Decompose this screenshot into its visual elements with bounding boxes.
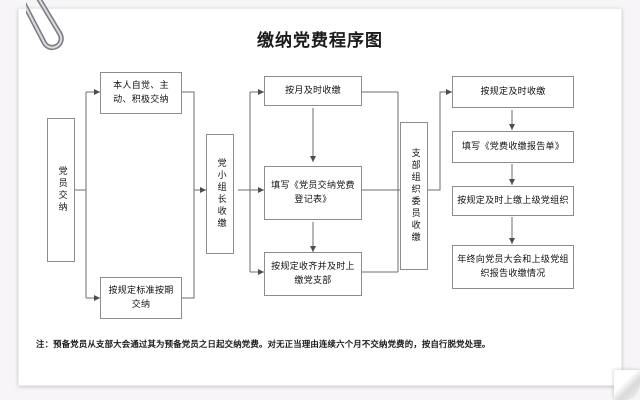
node-collect-and-remit-branch[interactable]: 按规定收齐并及时上缴党支部 [264, 252, 362, 296]
node-yearend-report[interactable]: 年终向党员大会和上级党组织报告收缴情况 [452, 245, 574, 289]
node-party-member-payment[interactable]: 党员交纳 [47, 118, 75, 262]
node-monthly-timely-collection[interactable]: 按月及时收缴 [264, 76, 362, 106]
node-remit-to-higher-org[interactable]: 按规定及时上缴上级党组织 [452, 186, 574, 216]
paperclip-icon [19, 0, 72, 62]
node-fill-report-form[interactable]: 填写《党费收缴报告单》 [452, 131, 574, 163]
node-fill-registration-form[interactable]: 填写《党员交纳党费登记表》 [264, 166, 362, 220]
node-group-leader-collection[interactable]: 党小组长收缴 [206, 134, 234, 254]
node-branch-organization-commissioner[interactable]: 支部组织委员收缴 [400, 122, 428, 270]
node-voluntary-active-payment[interactable]: 本人自觉、主动、积极交纳 [100, 72, 182, 114]
node-standard-scheduled-payment[interactable]: 按规定标准按期交纳 [100, 277, 182, 319]
page-title: 缴纳党费程序图 [257, 31, 383, 51]
page-curl [614, 370, 640, 400]
node-timely-collection-per-rules[interactable]: 按规定及时收缴 [452, 76, 574, 108]
footnote: 注：预备党员从支部大会通过其为预备党员之日起交纳党费。对无正当理由连续六个月不交… [36, 339, 491, 349]
